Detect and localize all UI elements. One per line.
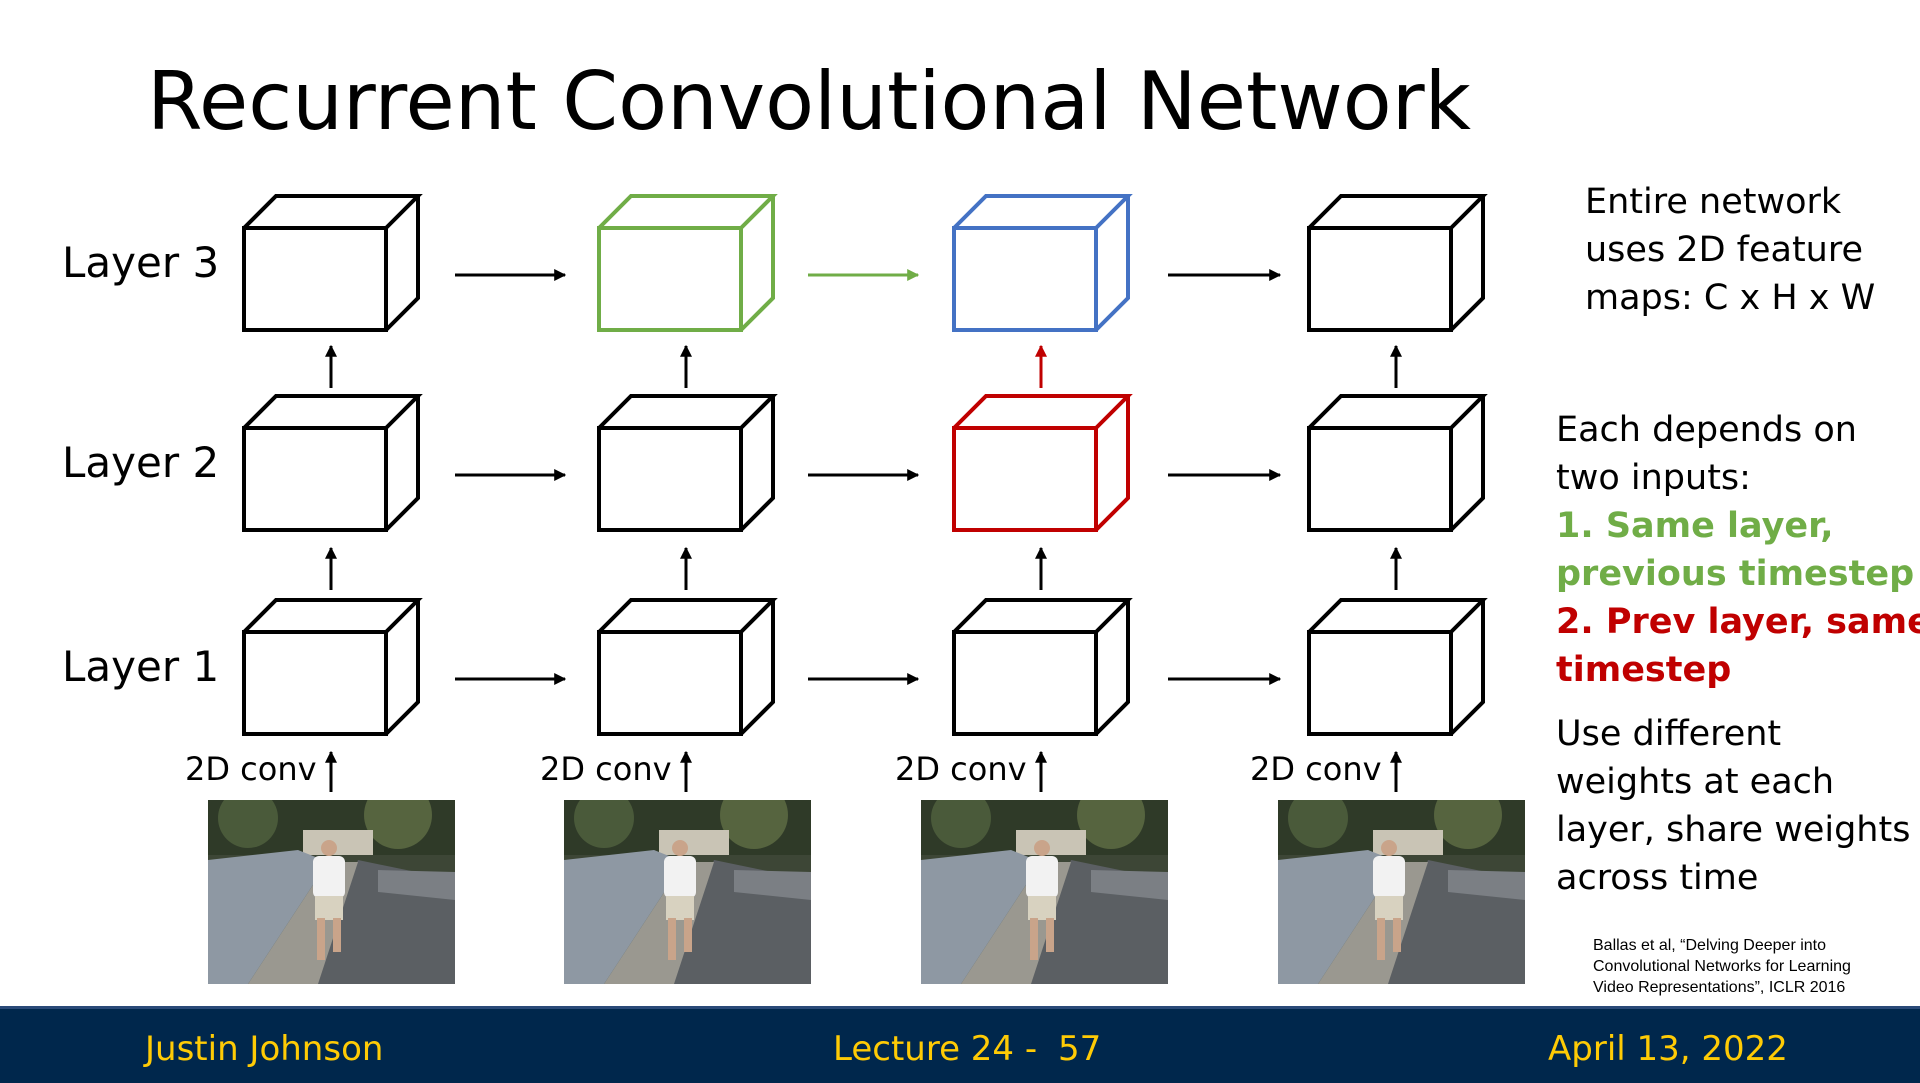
frame-wall [1278, 850, 1398, 984]
note-same-layer: 1. Same layer, [1556, 506, 1834, 546]
note-line: Use different [1556, 714, 1782, 754]
video-frame-1 [208, 800, 455, 984]
frame-tree [931, 800, 991, 848]
frame-sky [1016, 830, 1086, 855]
layer-3-label: Layer 3 [62, 238, 220, 287]
note-line: across time [1556, 858, 1759, 898]
runner-shirt [1373, 856, 1405, 898]
footer-page-number: 57 [1058, 1029, 1102, 1069]
conv-label-t4: 2D conv [1250, 750, 1382, 788]
citation-line: Video Representations”, ICLR 2016 [1593, 979, 1846, 996]
footer-author: Justin Johnson [145, 1029, 384, 1069]
conv-label-t3: 2D conv [895, 750, 1027, 788]
note-same-timestep: timestep [1556, 650, 1732, 690]
note-line: two inputs: [1556, 458, 1751, 498]
note-line: layer, share weights [1556, 810, 1911, 850]
frame-wall [921, 850, 1041, 984]
runner-shirt [313, 856, 345, 898]
conv-label-t2: 2D conv [540, 750, 672, 788]
video-frame-2 [564, 800, 811, 984]
note-line: Each depends on [1556, 410, 1857, 450]
feature-map-cube-t2-layer2 [597, 394, 778, 532]
layer-2-label: Layer 2 [62, 438, 220, 487]
runner-leg [1393, 918, 1401, 952]
runner-shirt [1026, 856, 1058, 898]
runner-leg [317, 918, 325, 960]
layer-1-label: Layer 1 [62, 642, 220, 691]
runner-head [1381, 840, 1397, 856]
note-line: weights at each [1556, 762, 1835, 802]
note-weights: Use different weights at each layer, sha… [1556, 710, 1910, 902]
frame-sky [303, 830, 373, 855]
runner-figure [664, 840, 696, 960]
frame-wall [564, 850, 684, 984]
video-frame-3 [921, 800, 1168, 984]
footer-date: April 13, 2022 [1548, 1029, 1788, 1069]
runner-leg [1377, 918, 1385, 960]
feature-map-cube-t1-layer1 [242, 598, 423, 736]
frame-tree [574, 800, 634, 848]
runner-figure [1373, 840, 1405, 960]
note-line: uses 2D feature [1585, 230, 1864, 270]
note-previous-timestep: previous timestep [1556, 554, 1915, 594]
feature-map-cube-t4-layer2 [1307, 394, 1488, 532]
runner-shorts [315, 896, 343, 920]
runner-leg [668, 918, 676, 960]
feature-map-cube-t3-layer1 [952, 598, 1133, 736]
feature-map-cube-t3-layer2 [952, 394, 1133, 532]
video-frame-4 [1278, 800, 1525, 984]
note-prev-layer: 2. Prev layer, same [1556, 602, 1920, 642]
runner-head [321, 840, 337, 856]
runner-shorts [1028, 896, 1056, 920]
frame-tree [720, 800, 788, 849]
runner-shorts [1375, 896, 1403, 920]
feature-map-cube-t2-layer1 [597, 598, 778, 736]
feature-map-cube-t4-layer1 [1307, 598, 1488, 736]
feature-map-cube-t2-layer3 [597, 194, 778, 332]
runner-figure [1026, 840, 1058, 960]
feature-map-cube-t3-layer3 [952, 194, 1133, 332]
frame-car [734, 870, 811, 900]
runner-leg [1030, 918, 1038, 960]
runner-leg [333, 918, 341, 952]
feature-map-cube-t1-layer3 [242, 194, 423, 332]
note-line: maps: C x H x W [1585, 278, 1876, 318]
citation-line: Ballas et al, “Delving Deeper into [1593, 937, 1827, 954]
citation-line: Convolutional Networks for Learning [1593, 958, 1851, 975]
frame-car [1448, 870, 1525, 900]
runner-head [1034, 840, 1050, 856]
frame-car [378, 870, 455, 900]
feature-map-cube-t4-layer3 [1307, 194, 1488, 332]
note-2d-feature-maps: Entire network uses 2D feature maps: C x… [1585, 178, 1875, 322]
runner-leg [684, 918, 692, 952]
feature-map-cube-t1-layer2 [242, 394, 423, 532]
frame-tree [1434, 800, 1502, 849]
note-two-inputs: Each depends on two inputs: 1. Same laye… [1556, 406, 1920, 694]
runner-shirt [664, 856, 696, 898]
frame-tree [1288, 800, 1348, 848]
footer-bar: Justin Johnson Lecture 24 - 57 April 13,… [0, 1006, 1920, 1083]
runner-leg [1046, 918, 1054, 952]
footer-lecture: Lecture 24 - [833, 1029, 1038, 1069]
slide-title: Recurrent Convolutional Network [147, 55, 1471, 148]
runner-shorts [666, 896, 694, 920]
frame-tree [1077, 800, 1145, 849]
frame-car [1091, 870, 1168, 900]
frame-sky [659, 830, 729, 855]
conv-label-t1: 2D conv [185, 750, 317, 788]
note-line: Entire network [1585, 182, 1842, 222]
frame-tree [364, 800, 432, 849]
citation: Ballas et al, “Delving Deeper into Convo… [1593, 935, 1851, 998]
frame-wall [208, 850, 328, 984]
runner-figure [313, 840, 345, 960]
frame-tree [218, 800, 278, 848]
runner-head [672, 840, 688, 856]
